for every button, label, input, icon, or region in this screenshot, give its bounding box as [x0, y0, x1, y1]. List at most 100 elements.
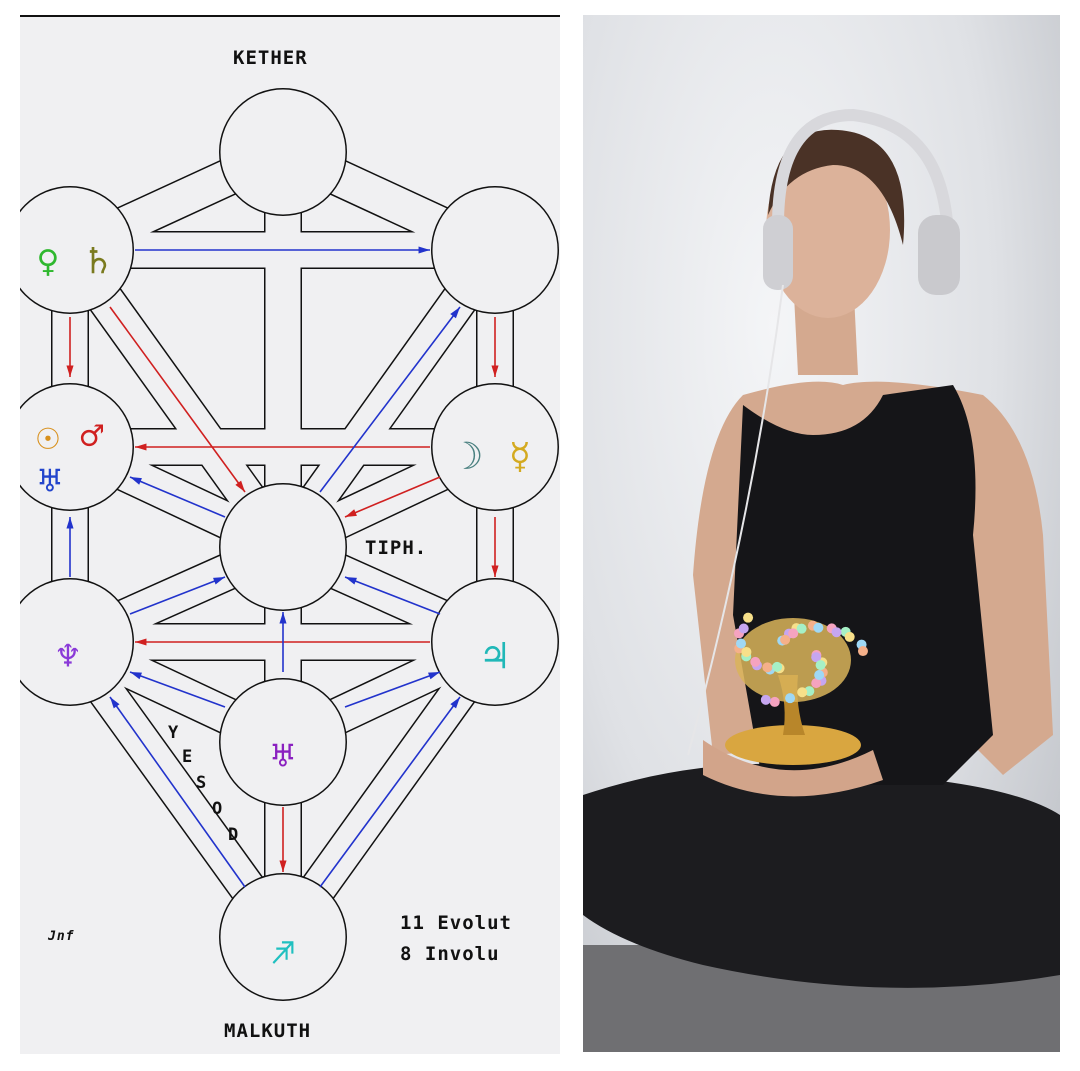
gem: [814, 670, 825, 681]
headphone-cable: [687, 284, 784, 756]
tree-of-life-svg: ♀ ♄ ☉ ♂ ♅ ☽ ☿ ♆ ♃ ♅ ♐: [6, 88, 559, 1001]
sephirah: [220, 679, 346, 805]
flow-arrow-head: [213, 577, 225, 585]
tiphareth-label: TIPH.: [365, 537, 428, 559]
legend-evolution: 11 Evolut: [400, 912, 512, 934]
flow-arrow-line: [344, 671, 441, 708]
flow-arrow-head: [130, 477, 142, 485]
sephirah: [7, 384, 133, 510]
sephirah: [220, 89, 346, 215]
planet-symbol-icon: ☉: [37, 414, 60, 458]
gem: [815, 660, 826, 671]
headphone-right: [918, 215, 960, 295]
gem: [813, 622, 824, 633]
tree-of-life-diagram: ♀ ♄ ☉ ♂ ♅ ☽ ☿ ♆ ♃ ♅ ♐ KETHER MALKUTH TIPH. Y E S O…: [6, 15, 560, 1054]
kether-label: KETHER: [233, 47, 308, 69]
sephirah: [220, 874, 346, 1000]
gem: [760, 694, 771, 705]
headphone-left: [763, 215, 793, 290]
flow-arrow-head: [235, 480, 245, 492]
flow-arrow-line: [109, 306, 246, 493]
tree-gems: [734, 612, 868, 707]
planet-symbol-icon: ♐: [272, 929, 295, 973]
gem: [762, 662, 773, 673]
gem: [811, 652, 822, 663]
planet-symbol-icon: ♅: [272, 734, 295, 778]
sephirah: [432, 384, 558, 510]
sephirah: [220, 484, 346, 610]
flow-arrow-head: [130, 672, 142, 680]
yesod-letter: O: [212, 799, 224, 819]
signature: Jnf: [48, 929, 75, 944]
gem: [797, 687, 808, 698]
flow-arrow-head: [345, 577, 357, 585]
face: [766, 142, 890, 318]
flow-arrow-line: [129, 476, 226, 518]
sephirah: [7, 187, 133, 313]
flow-arrow-line: [344, 576, 441, 615]
flow-arrow-head: [135, 443, 147, 451]
gem: [785, 693, 796, 704]
planet-symbol-icon: ♅: [39, 459, 62, 503]
flow-arrow-head: [66, 365, 74, 377]
flow-arrow-head: [491, 565, 499, 577]
flow-arrow-head: [418, 246, 430, 254]
flow-arrow-head: [279, 860, 287, 872]
sephirah: [432, 579, 558, 705]
meditation-photo: [583, 15, 1060, 1052]
headphone-band: [772, 108, 954, 236]
sephirah: [432, 187, 558, 313]
flow-arrow-head: [491, 365, 499, 377]
planet-symbol-icon: ♆: [57, 634, 80, 678]
malkuth-label: MALKUTH: [224, 1020, 312, 1042]
hands: [703, 740, 883, 797]
planet-symbol-icon: ♃: [484, 634, 507, 678]
sephirah: [7, 579, 133, 705]
gem: [796, 623, 807, 634]
gem: [735, 638, 746, 649]
flow-arrow-head: [110, 697, 120, 709]
flow-arrows: ♀ ♄ ☉ ♂ ♅ ☽ ☿ ♆ ♃ ♅ ♐: [37, 239, 532, 973]
flow-arrow-head: [450, 307, 460, 319]
tree-base: [725, 725, 861, 765]
gem: [831, 627, 842, 638]
gem: [741, 646, 752, 657]
flow-arrow-head: [66, 517, 74, 529]
photo-illustration: [583, 108, 1060, 1052]
flow-arrow-line: [129, 671, 226, 708]
hair: [768, 129, 905, 245]
planet-symbol-icon: ☽: [461, 434, 484, 478]
gem: [788, 628, 799, 639]
planet-symbol-icon: ♀: [37, 239, 60, 283]
gem: [844, 631, 855, 642]
sephiroth: [6, 88, 559, 1001]
yesod-letter: S: [196, 773, 208, 793]
gem: [750, 656, 761, 667]
gem: [769, 696, 780, 707]
planet-symbol-icon: ♄: [87, 239, 110, 283]
gem: [738, 623, 749, 634]
flow-arrow-line: [344, 476, 441, 518]
flow-arrow-head: [428, 672, 440, 680]
gem: [772, 661, 783, 672]
flow-arrow-line: [319, 306, 461, 493]
legs: [583, 763, 1060, 988]
legend-involution: 8 Involu: [400, 943, 500, 965]
flow-arrow-head: [450, 697, 460, 709]
yesod-letter: E: [182, 747, 194, 767]
tank-top: [733, 385, 993, 785]
flow-arrow-head: [345, 509, 357, 517]
gem: [857, 646, 868, 657]
flow-arrow-head: [279, 612, 287, 624]
planet-symbol-icon: ♂: [81, 414, 104, 458]
flow-arrow-line: [109, 696, 246, 888]
flow-arrow-line: [319, 696, 461, 888]
flow-arrow-head: [135, 638, 147, 646]
gem: [743, 612, 754, 623]
yesod-letter: Y: [168, 723, 180, 743]
flow-arrow-line: [129, 576, 226, 615]
yesod-letter: D: [228, 825, 240, 845]
gem: [811, 678, 822, 689]
planet-symbol-icon: ☿: [509, 434, 532, 478]
gem: [780, 634, 791, 645]
